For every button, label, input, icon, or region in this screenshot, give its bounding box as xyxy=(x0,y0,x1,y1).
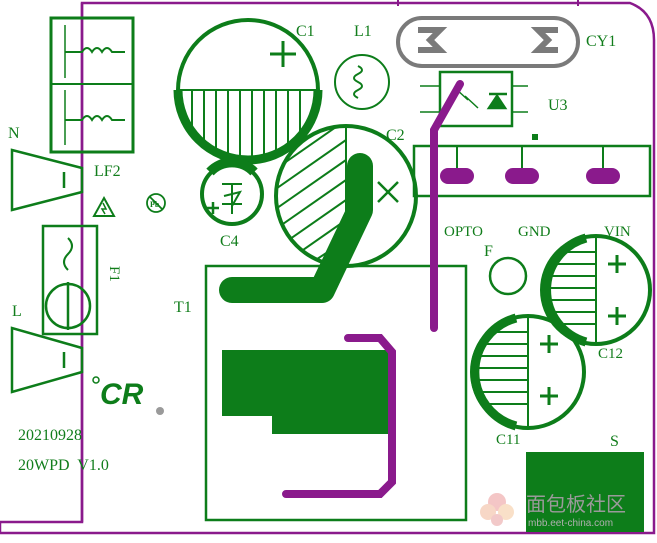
label-model: 20WPD V1.0 xyxy=(18,457,109,474)
u3-optocoupler xyxy=(420,70,528,128)
u3-pin1-marker xyxy=(532,134,538,140)
lead-free-icon xyxy=(146,193,166,213)
label-c12: C12 xyxy=(598,346,623,362)
cr-logo: CR xyxy=(92,376,144,411)
label-opto: OPTO xyxy=(444,224,483,240)
label-c2: C2 xyxy=(386,127,405,144)
label-s: S xyxy=(610,433,619,450)
header-connector xyxy=(412,144,652,198)
lf2-common-mode-filter xyxy=(49,16,135,154)
watermark-logo-icon xyxy=(480,493,514,526)
label-c1: C1 xyxy=(296,23,315,40)
label-f1: F1 xyxy=(106,266,122,282)
label-cy1: CY1 xyxy=(586,33,616,50)
label-lf2: LF2 xyxy=(94,163,121,180)
l-terminal xyxy=(10,326,84,394)
label-pb: Pb xyxy=(150,200,160,209)
c12-capacitor xyxy=(540,233,652,347)
label-f: F xyxy=(484,243,493,260)
label-t1: T1 xyxy=(174,299,192,316)
fiducial-dot xyxy=(156,407,164,415)
label-gnd: GND xyxy=(518,224,551,240)
label-date: 20210928 xyxy=(18,427,82,444)
label-l: L xyxy=(12,303,22,320)
cy1-capacitor xyxy=(396,0,580,68)
site-watermark: 面包板社区 mbb.eet-china.com xyxy=(480,492,626,529)
power-trace-green xyxy=(219,153,373,303)
c4-capacitor xyxy=(200,157,264,226)
c11-capacitor xyxy=(470,313,586,431)
label-n: N xyxy=(8,125,20,142)
watermark-url: mbb.eet-china.com xyxy=(528,518,613,529)
label-vin: VIN xyxy=(604,224,631,240)
label-c4: C4 xyxy=(220,233,239,250)
s-pad xyxy=(526,452,644,532)
f-test-point xyxy=(488,256,528,296)
signal-traces xyxy=(282,80,464,498)
n-terminal xyxy=(10,148,84,212)
label-l1: L1 xyxy=(354,23,372,40)
label-u3: U3 xyxy=(548,97,568,114)
f1-fuse xyxy=(41,224,99,336)
c1-capacitor xyxy=(173,18,323,165)
esd-warning-icon xyxy=(92,195,116,217)
brand-logo-text: CR xyxy=(100,378,144,411)
watermark-site-name: 面包板社区 xyxy=(526,492,626,516)
label-c11: C11 xyxy=(496,432,520,448)
l1-inductor xyxy=(334,54,390,110)
t1-transformer xyxy=(204,264,468,522)
